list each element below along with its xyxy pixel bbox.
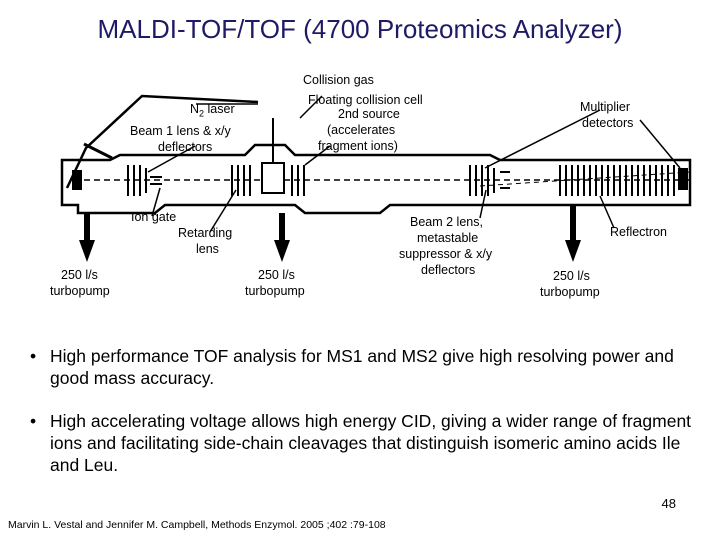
label-collision-gas: Collision gas xyxy=(303,73,374,87)
label-pump3-line2: turbopump xyxy=(540,285,600,299)
callout-lines xyxy=(147,95,681,233)
bullet-dot: • xyxy=(30,346,37,366)
label-retarding-line2: lens xyxy=(196,242,219,256)
slide-title: MALDI-TOF/TOF (4700 Proteomics Analyzer) xyxy=(97,14,623,44)
bullet-text: High performance TOF analysis for MS1 an… xyxy=(50,346,674,388)
laser-beam-path xyxy=(65,94,259,189)
bullet-item: • High accelerating voltage allows high … xyxy=(30,410,700,476)
bullet-list: • High performance TOF analysis for MS1 … xyxy=(30,345,700,497)
reflectron-grid xyxy=(559,165,675,196)
second-source-stack xyxy=(291,165,305,196)
label-pump2-line1: 250 l/s xyxy=(258,268,295,282)
label-beam2-line2: metastable xyxy=(417,231,479,245)
beam2-lens-stack xyxy=(469,165,510,196)
n2-laser-text: laser xyxy=(204,102,235,116)
label-beam1-line2: deflectors xyxy=(158,140,213,154)
turbopump-arrow-3 xyxy=(565,205,581,262)
sample-target xyxy=(72,170,82,190)
label-pump3-line1: 250 l/s xyxy=(553,269,590,283)
label-beam2-line4: deflectors xyxy=(421,263,476,277)
label-pump2-line2: turbopump xyxy=(245,284,305,298)
label-pump1-line2: turbopump xyxy=(50,284,110,298)
bullet-item: • High performance TOF analysis for MS1 … xyxy=(30,345,700,389)
label-multiplier-line1: Multiplier xyxy=(580,100,631,114)
retarding-lens-stack xyxy=(231,165,251,196)
vacuum-chamber-outline xyxy=(60,143,692,215)
label-beam1-line1: Beam 1 lens & x/y xyxy=(130,124,231,138)
label-multiplier-line2: detectors xyxy=(582,116,634,130)
beam1-lens-stack xyxy=(127,165,147,196)
page-number: 48 xyxy=(661,496,676,511)
label-beam2-line3: suppressor & x/y xyxy=(399,247,493,261)
label-floating-cell: Floating collision cell xyxy=(308,93,423,107)
label-accelerates: (accelerates xyxy=(327,123,396,137)
label-second-source: 2nd source xyxy=(338,107,400,121)
laser-window xyxy=(83,142,113,160)
label-n2-laser: N2 laser xyxy=(190,101,235,122)
label-beam2-line1: Beam 2 lens, xyxy=(410,215,483,229)
bullet-dot: • xyxy=(30,411,37,431)
citation: Marvin L. Vestal and Jennifer M. Campbel… xyxy=(8,519,386,531)
label-pump1-line1: 250 l/s xyxy=(61,268,98,282)
floating-collision-cell xyxy=(261,162,285,194)
label-fragment-ions: fragment ions) xyxy=(318,139,398,153)
ion-gate-elements xyxy=(150,176,162,185)
n2-laser-n: N xyxy=(190,102,200,116)
label-ion-gate: Ion gate xyxy=(131,210,177,224)
label-reflectron: Reflectron xyxy=(610,225,667,239)
turbopump-arrow-1 xyxy=(79,213,95,262)
n2-laser-subscript: 2 xyxy=(199,108,205,119)
label-retarding-line1: Retarding xyxy=(178,226,233,240)
bullet-text: High accelerating voltage allows high en… xyxy=(50,411,692,475)
multiplier-detector xyxy=(678,168,688,190)
turbopump-arrow-2 xyxy=(274,213,290,262)
